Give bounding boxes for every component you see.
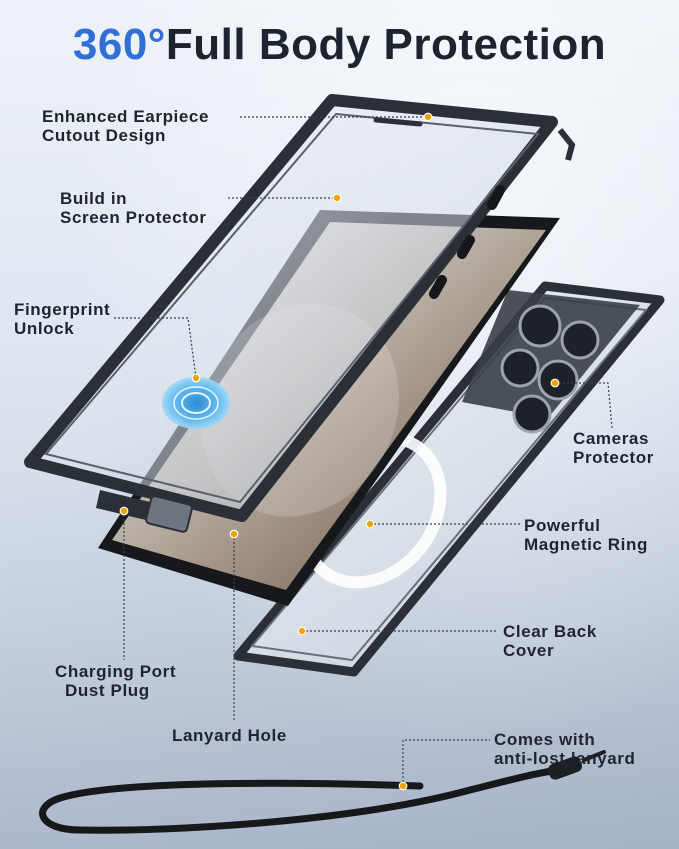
callout-cameras-line1: Cameras <box>573 429 650 448</box>
title-main: Full Body Protection <box>165 20 607 69</box>
callout-earpiece-line1: Enhanced Earpiece <box>42 107 210 126</box>
charging-port-plug <box>96 490 193 533</box>
dot-lanyard <box>398 781 408 791</box>
callout-lines <box>114 116 613 786</box>
callout-screen: Build in Screen Protector <box>60 189 207 227</box>
title-accent: 360° <box>72 20 166 69</box>
callout-magnetic-line1: Powerful <box>524 516 601 535</box>
camera-module <box>462 290 640 434</box>
callout-earpiece: Enhanced Earpiece Cutout Design <box>42 107 209 145</box>
callout-cameras: Cameras Protector <box>573 429 654 467</box>
fingerprint-icon <box>162 377 230 429</box>
callout-lanyard-hole: Lanyard Hole <box>172 726 287 745</box>
dot-port <box>119 506 129 516</box>
dot-earpiece <box>423 112 433 122</box>
dot-screen <box>332 193 342 203</box>
leader-fingerprint <box>114 317 197 379</box>
callout-screen-line2: Screen Protector <box>60 208 207 227</box>
callout-earpiece-line2: Cutout Design <box>42 126 166 145</box>
page-title: 360°Full Body Protection <box>0 20 679 70</box>
callout-port-line1: Charging Port <box>55 662 177 681</box>
callout-port: Charging Port Dust Plug <box>55 662 176 700</box>
dot-back <box>297 626 307 636</box>
dot-lanyard-hole <box>229 529 239 539</box>
callout-back-line2: Cover <box>503 641 555 660</box>
callout-fingerprint-line2: Unlock <box>14 319 75 338</box>
callout-lanyard-hole-line1: Lanyard Hole <box>172 726 287 745</box>
callout-port-line2: Dust Plug <box>65 681 150 700</box>
callout-back-line1: Clear Back <box>503 622 597 641</box>
callout-lanyard: Comes with anti-lost lanyard <box>494 730 636 768</box>
callout-magnetic-line2: Magnetic Ring <box>524 535 648 554</box>
callout-lanyard-line2: anti-lost lanyard <box>494 749 636 768</box>
callout-magnetic: Powerful Magnetic Ring <box>524 516 648 554</box>
callout-cameras-line2: Protector <box>573 448 654 467</box>
front-frame <box>24 94 576 522</box>
dot-magnetic <box>365 519 375 529</box>
callout-screen-line1: Build in <box>60 189 128 208</box>
callout-lanyard-line1: Comes with <box>494 730 596 749</box>
dot-fingerprint <box>191 373 201 383</box>
lanyard <box>39 750 606 834</box>
callout-fingerprint-line1: Fingerprint <box>14 300 111 319</box>
leader-lanyard <box>402 739 490 786</box>
callout-fingerprint: Fingerprint Unlock <box>14 300 110 338</box>
callout-back: Clear Back Cover <box>503 622 597 660</box>
dot-cameras <box>550 378 560 388</box>
callout-dots <box>119 112 560 791</box>
leader-cameras <box>555 382 613 429</box>
